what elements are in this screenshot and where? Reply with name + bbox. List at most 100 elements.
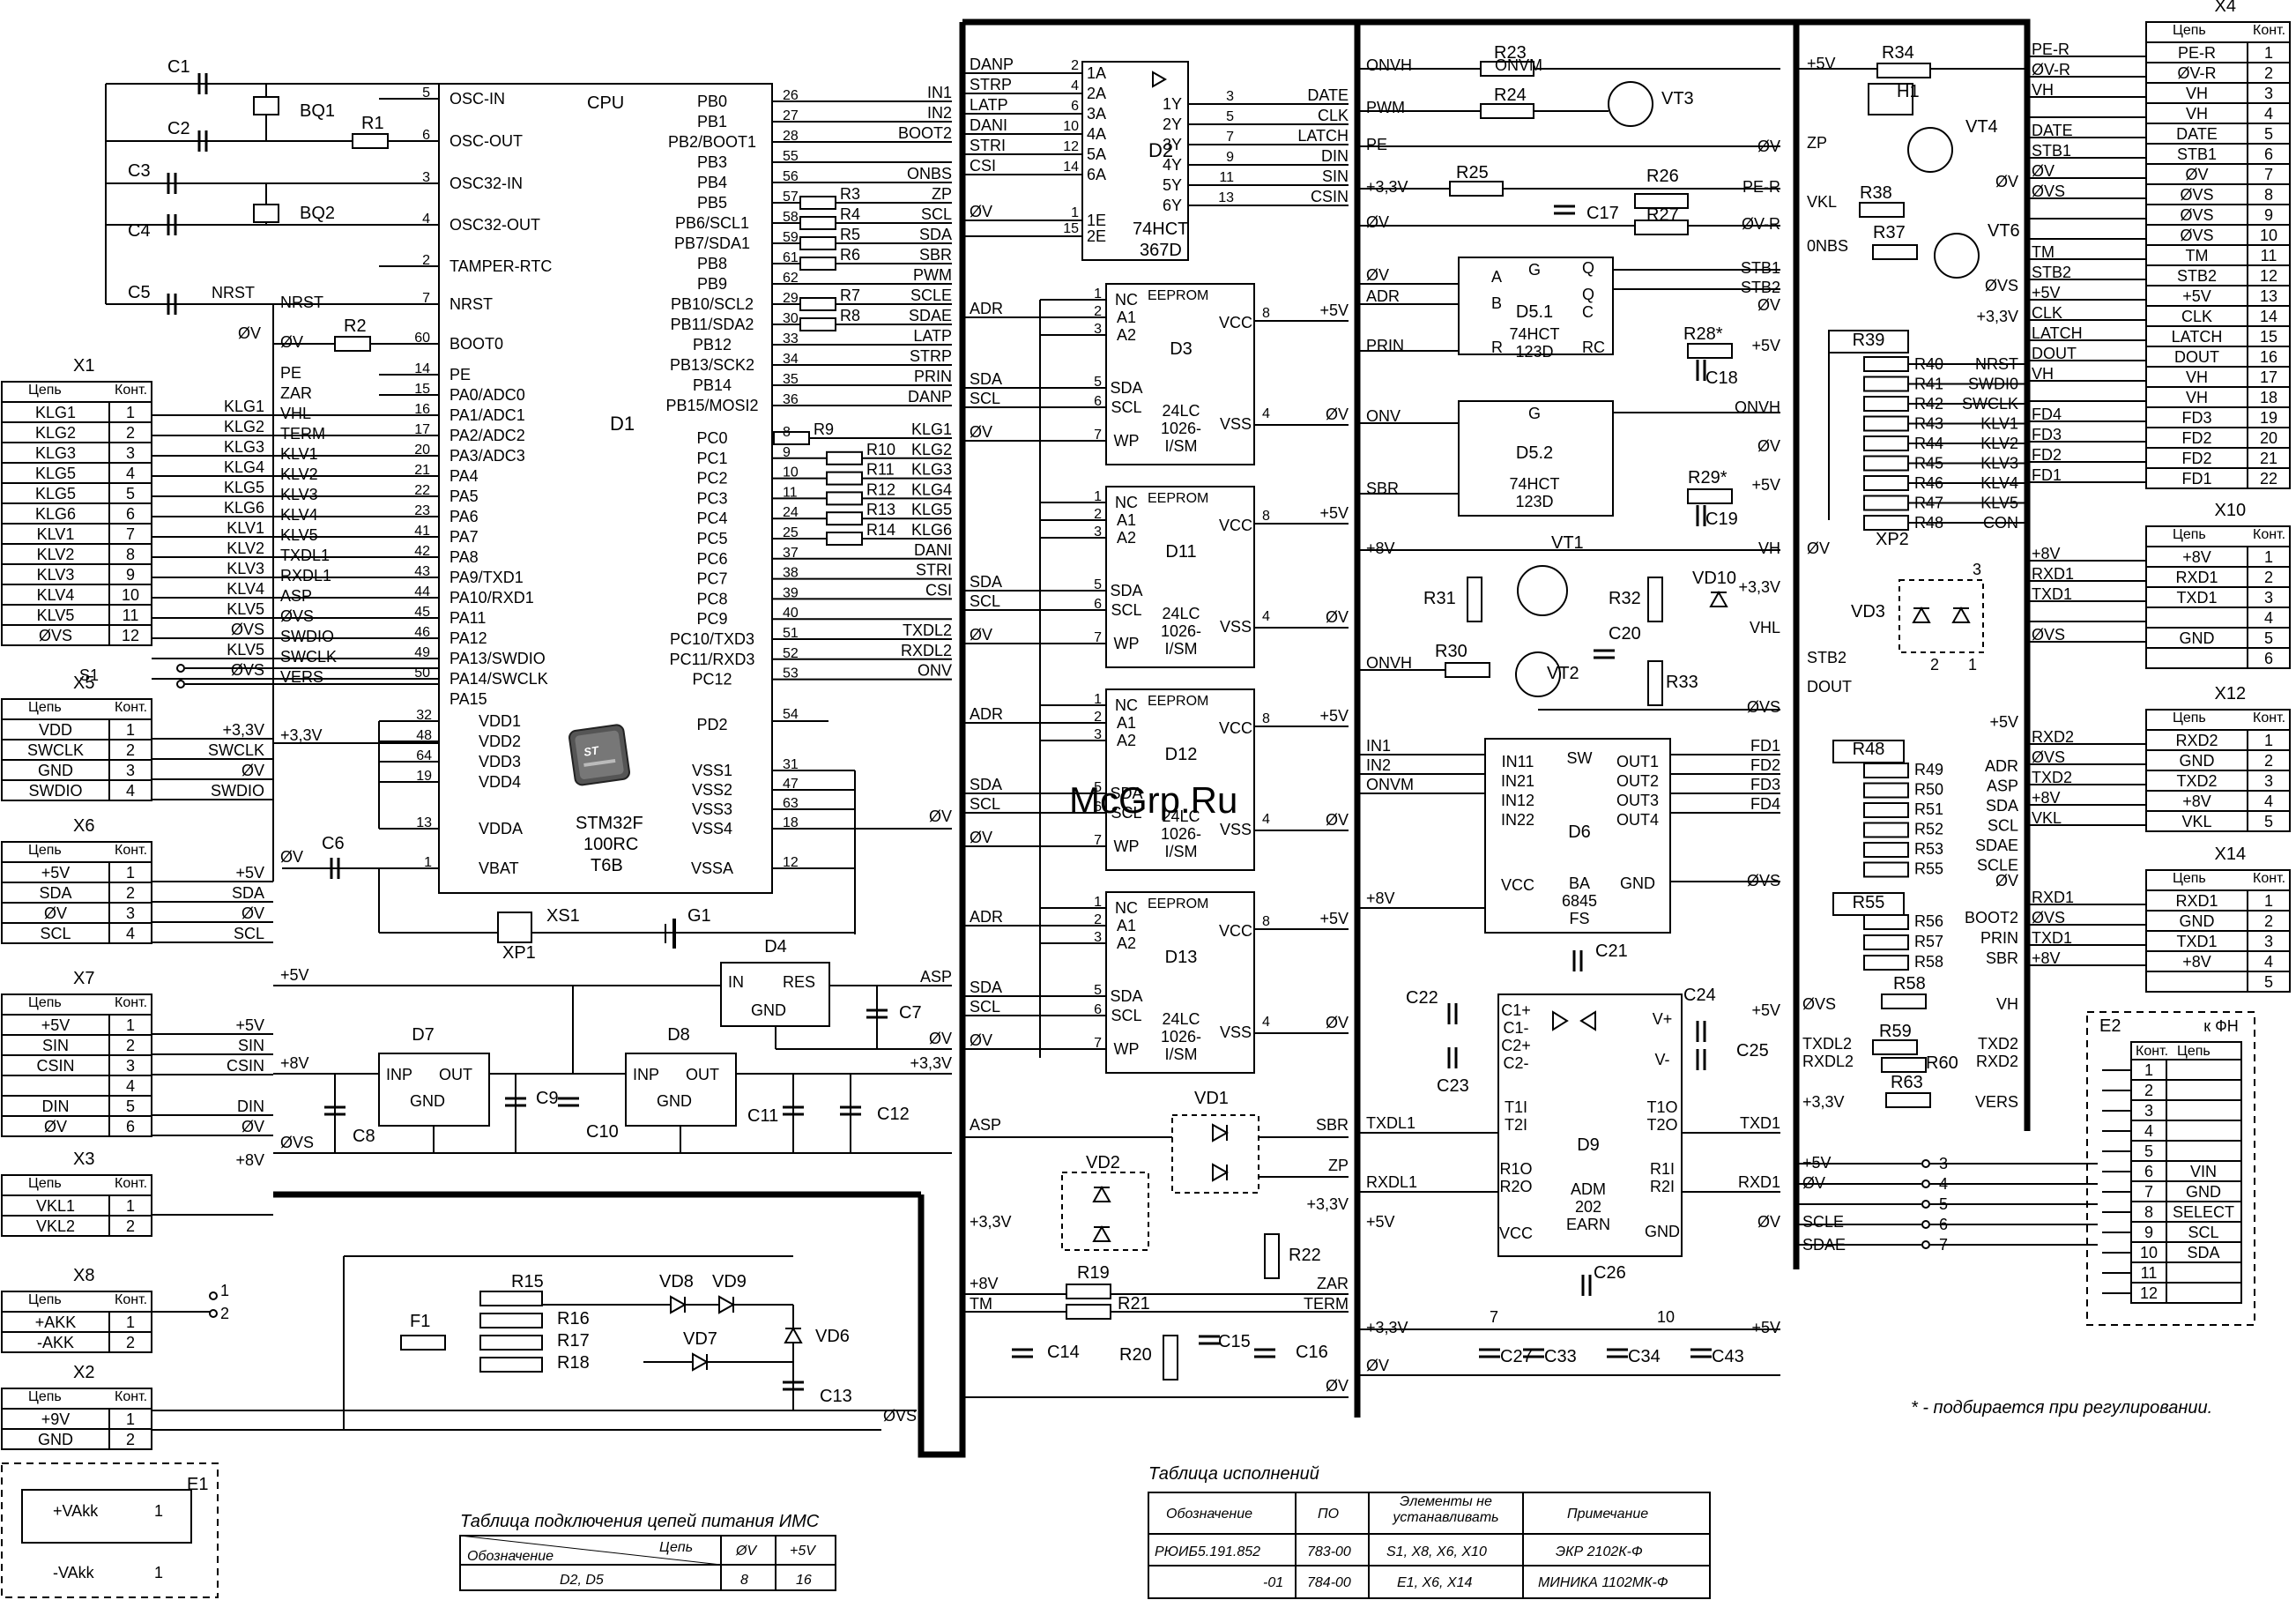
- r55-resistor: [1832, 892, 1905, 916]
- x1-pin: 1: [126, 404, 135, 421]
- 8v-net: +8V: [280, 1054, 309, 1072]
- e2-0v-net: ØV: [1802, 1174, 1825, 1192]
- d4-out-net: ASP: [920, 968, 952, 986]
- eeprom-pin-num: 7: [1094, 428, 1102, 443]
- r22-label: R22: [1289, 1246, 1321, 1265]
- eeprom-pin-name: A1: [1117, 714, 1136, 732]
- r60-resistor: [1881, 1057, 1927, 1073]
- cpu-power-pin-num: 32: [416, 708, 432, 723]
- series-resistor-label: R4: [840, 205, 860, 223]
- eeprom-vss-net: ØV: [1326, 608, 1349, 626]
- x12-title: X12: [2215, 684, 2247, 703]
- xp1-label: XP1: [502, 943, 536, 963]
- d6-out-net: FD4: [1750, 795, 1780, 813]
- series-resistor: [799, 297, 836, 311]
- d51-in-net: PRIN: [1366, 337, 1404, 354]
- x4-pin: 4: [2264, 105, 2273, 123]
- x4-pin: 2: [2264, 64, 2273, 82]
- d4-pin: IN: [728, 973, 744, 991]
- cpu-left-net: SWDIO: [280, 628, 334, 645]
- r59-label: R59: [1879, 1022, 1912, 1041]
- vd3-diode: [1912, 606, 1931, 623]
- e2-sdae-net: SDAE: [1802, 1236, 1846, 1254]
- ladder2-net: ADR: [1985, 757, 2018, 775]
- cpu-vss-num: 47: [783, 777, 799, 792]
- net-0v: ØV: [929, 807, 952, 825]
- x10-pin: 6: [2264, 650, 2273, 667]
- cpu-right-pin-name: PB4: [697, 174, 727, 191]
- r48-label: R48: [1853, 740, 1885, 759]
- eeprom-pin-name: A1: [1117, 917, 1136, 934]
- x12-net: TXD2: [2176, 772, 2217, 790]
- vd-33v-net-r: +3,3V: [1306, 1195, 1349, 1213]
- x12-pin: 1: [2264, 732, 2273, 749]
- x1-wire-net: ØVS: [231, 661, 264, 679]
- bypass-cap-label: C34: [1628, 1347, 1661, 1366]
- x7-pin: 4: [126, 1077, 135, 1095]
- ladder-resistor-label: R43: [1914, 415, 1943, 433]
- series-resistor: [826, 532, 863, 546]
- vbat-net: ØV: [280, 848, 303, 866]
- x5-header-net: Цепь: [28, 700, 62, 715]
- eeprom-part: I/SM: [1164, 437, 1197, 455]
- eeprom-part: I/SM: [1164, 640, 1197, 658]
- cpu-right-pin-name: PB15/MOSI2: [665, 397, 758, 414]
- eeprom-name: D11: [1165, 542, 1196, 562]
- d2-out-num: 5: [1226, 109, 1234, 124]
- r18-resistor: [479, 1357, 543, 1373]
- e2-net: SELECT: [2173, 1203, 2234, 1221]
- d51-in-net: ØV: [1366, 266, 1389, 284]
- cpu-vss-num: 18: [783, 815, 799, 830]
- d51-pin: A: [1491, 268, 1502, 286]
- variants-head-designation: Обозначение: [1166, 1507, 1252, 1522]
- eeprom-pin-name: SDA: [1110, 379, 1142, 397]
- ladder-net: KLV2: [1980, 435, 2018, 452]
- d6-part: BA: [1569, 874, 1590, 892]
- x4-net: FD2: [2181, 429, 2211, 447]
- x4-wire-net: VH: [2032, 365, 2054, 383]
- eeprom-pin-name: NC: [1115, 899, 1138, 917]
- c20-label: C20: [1609, 624, 1641, 644]
- eeprom-net: SDA: [970, 776, 1002, 793]
- x1-net: KLV5: [37, 607, 75, 624]
- eeprom-part: 24LC: [1162, 402, 1200, 420]
- r34-resistor: [1876, 63, 1931, 78]
- cpu-right-net: SDAE: [909, 307, 952, 324]
- cpu-left-pin-num: 23: [414, 503, 430, 518]
- xp2-0v-net: ØV: [1807, 540, 1830, 557]
- vd-8v-net: +8V: [970, 1275, 999, 1292]
- cpu-left-pin-name: PE: [450, 366, 471, 383]
- vd-33v-net: +3,3V: [970, 1213, 1012, 1231]
- vd1-diode-a: [1212, 1123, 1230, 1142]
- d2-out-name: 2Y: [1163, 115, 1182, 133]
- cpu-right-pin-name: PB1: [697, 113, 727, 130]
- vers-net: VERS: [1975, 1093, 2018, 1111]
- d6-body: [1484, 738, 1671, 934]
- d8-pin: OUT: [686, 1066, 719, 1083]
- cpu-right-net: SBR: [919, 246, 952, 264]
- e2-pin: 3: [2144, 1102, 2153, 1120]
- r58-resistor: [1881, 993, 1927, 1009]
- pwm-net: PWM: [1366, 99, 1405, 116]
- eeprom-part: 1026-: [1161, 1028, 1201, 1046]
- c23-label: C23: [1437, 1076, 1469, 1096]
- x12-cell-pin: [2247, 810, 2291, 832]
- cpu-left-pin-num: 16: [414, 402, 430, 417]
- cpu-left-pin-num: 6: [422, 128, 430, 143]
- cap-group-num: 7: [1490, 1308, 1498, 1326]
- cpu-left-pin-name: PA10/RXD1: [450, 589, 534, 607]
- vt1-33v-net: +3,3V: [1738, 578, 1780, 596]
- x1-wire-net: KLV1: [227, 519, 264, 537]
- d2-out-name: 5Y: [1163, 176, 1182, 194]
- x12-net: VKL: [2181, 813, 2211, 830]
- eeprom-pin-num: 3: [1094, 525, 1102, 540]
- series-resistor-label: R5: [840, 226, 860, 243]
- x14-header-pin: Конт.: [2253, 871, 2285, 886]
- d9-pin-l: VCC: [1499, 1224, 1533, 1242]
- x5-wire-net: +3,3V: [222, 721, 264, 739]
- cpu-right-pin-num: 38: [783, 566, 799, 581]
- vd8-diode: [670, 1295, 687, 1314]
- eeprom-pin-num: 5: [1094, 780, 1102, 795]
- d6-in-net: ONVM: [1366, 776, 1414, 793]
